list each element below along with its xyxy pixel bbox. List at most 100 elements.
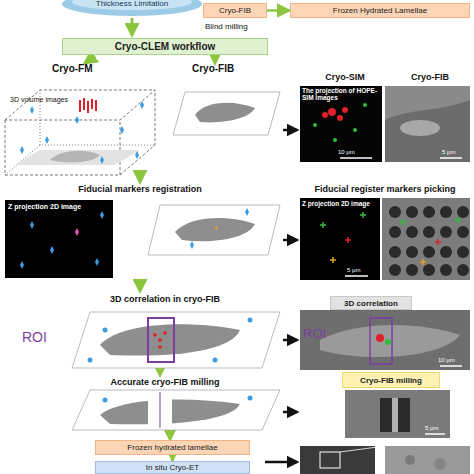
marker-picking-image — [406, 246, 418, 258]
node-text: In situ Cryo-ET — [146, 463, 199, 472]
step-title: 3D correlation in cryo-FIB — [70, 295, 260, 304]
correlation-image — [320, 325, 460, 357]
cell-grid-plane — [248, 318, 253, 323]
marker-picking-image — [457, 264, 469, 276]
cell-grid-plane — [100, 324, 240, 355]
fiducial-marker — [20, 101, 144, 164]
marker-picking-image — [382, 198, 470, 280]
panel-title: Cryo-SIM — [310, 73, 380, 82]
z-projection-image — [50, 246, 54, 254]
marker-picking-image — [440, 206, 452, 218]
cryo-fib-image — [385, 100, 470, 162]
milling-image — [380, 398, 410, 432]
marker-picking-image — [300, 198, 380, 280]
cell-grid-plane — [72, 390, 280, 430]
roi-label: ROI — [22, 330, 62, 345]
cryo-fib-image — [385, 86, 470, 162]
column-title: Cryo-FIB — [192, 64, 252, 75]
cell-grid-plane — [153, 333, 157, 337]
flow-arrow — [131, 18, 134, 35]
result-arrow — [283, 411, 297, 414]
tomogram-image — [385, 446, 470, 474]
fiducial-marker — [140, 101, 144, 109]
image-caption: Z projection 2D image — [8, 203, 112, 210]
cryo-sim-image — [363, 103, 367, 107]
method-box: In situ Cryo-ET — [95, 461, 250, 474]
scale-bar-label: 5 μm — [425, 425, 455, 431]
z-projection-image — [95, 258, 99, 266]
marker-picking-image — [440, 246, 452, 258]
fiducial-marker — [100, 156, 104, 164]
image-label: 3D volume images — [10, 96, 90, 103]
marker-picking-image — [389, 206, 469, 276]
flow-arrow — [139, 280, 142, 291]
cell-grid-plane — [248, 396, 253, 401]
cell-grid-plane — [158, 345, 162, 349]
marker-picking-image — [330, 257, 336, 263]
cell-grid-plane — [72, 312, 280, 368]
scale-bar-label: 10 μm — [438, 357, 472, 363]
node-text: 3D correlation — [344, 299, 398, 308]
marker-picking-image — [440, 264, 452, 276]
ice-dish — [62, 0, 202, 16]
fiducial-marker — [45, 136, 49, 144]
fiducial-marker — [75, 116, 79, 124]
z-projection-image — [5, 200, 113, 278]
cell-grid-plane — [160, 392, 161, 428]
image-caption: The projection of HOPE-SIM images — [302, 88, 380, 102]
dish-label: Thickness Limitation — [72, 0, 192, 8]
panel-title-box: 3D correlation — [330, 296, 412, 310]
cryo-sim-image — [300, 86, 382, 162]
cell-grid-plane — [148, 205, 280, 255]
cell-grid-plane — [148, 205, 280, 255]
cell-grid-plane — [190, 241, 194, 249]
ice-dish — [72, 0, 192, 10]
cell-grid-plane — [103, 398, 108, 403]
cryo-fib-image — [440, 157, 462, 159]
tomogram-image — [340, 446, 385, 452]
correlation-image — [440, 365, 462, 367]
volume-box — [50, 151, 100, 163]
volume-box — [5, 90, 155, 175]
cell-grid-plane — [195, 103, 255, 123]
fiducial-marker — [30, 106, 34, 114]
cell-grid-plane — [173, 92, 280, 135]
result-box: Frozen Hydrated Lamellae — [290, 3, 470, 18]
tomogram-image — [300, 446, 470, 474]
marker-picking-image — [389, 246, 401, 258]
milling-image — [425, 433, 445, 435]
cell-grid-plane — [245, 208, 249, 216]
target-signal — [80, 98, 96, 113]
cell-grid-plane — [173, 92, 280, 135]
marker-picking-image — [406, 264, 418, 276]
scale-bar-label: 5 μm — [347, 267, 377, 273]
cryo-sim-image — [340, 157, 372, 159]
cell-grid-plane — [103, 328, 108, 333]
cryo-sim-image — [313, 123, 317, 127]
node-text: Cryo-CLEM workflow — [115, 41, 216, 52]
column-title: Cryo-FM — [52, 64, 112, 75]
z-projection-image — [100, 211, 104, 219]
step-title: Fiducial markers registration — [40, 185, 240, 194]
fiducial-marker — [20, 146, 24, 154]
z-projection-image — [75, 228, 79, 236]
marker-picking-image — [423, 206, 435, 218]
marker-picking-image — [457, 246, 469, 258]
volume-box — [5, 90, 155, 120]
step-box: Cryo-FIB — [203, 3, 267, 18]
cryo-sim-image — [328, 108, 336, 116]
note-label: Blind milling — [205, 23, 275, 31]
milling-image — [392, 398, 398, 432]
volume-box — [120, 90, 155, 175]
marker-picking-image — [435, 239, 441, 245]
cryo-fib-image — [400, 120, 440, 136]
step-title: Fiducial register markers picking — [300, 185, 470, 194]
marker-picking-image — [360, 212, 366, 218]
cryo-sim-image — [300, 86, 382, 162]
image-caption: Z projection 2D image — [302, 201, 380, 208]
correlation-image — [385, 339, 391, 345]
result-arrow — [265, 461, 297, 464]
cell-grid-plane — [148, 318, 174, 362]
cryo-sim-image — [333, 138, 337, 142]
flow-connector — [267, 9, 290, 12]
